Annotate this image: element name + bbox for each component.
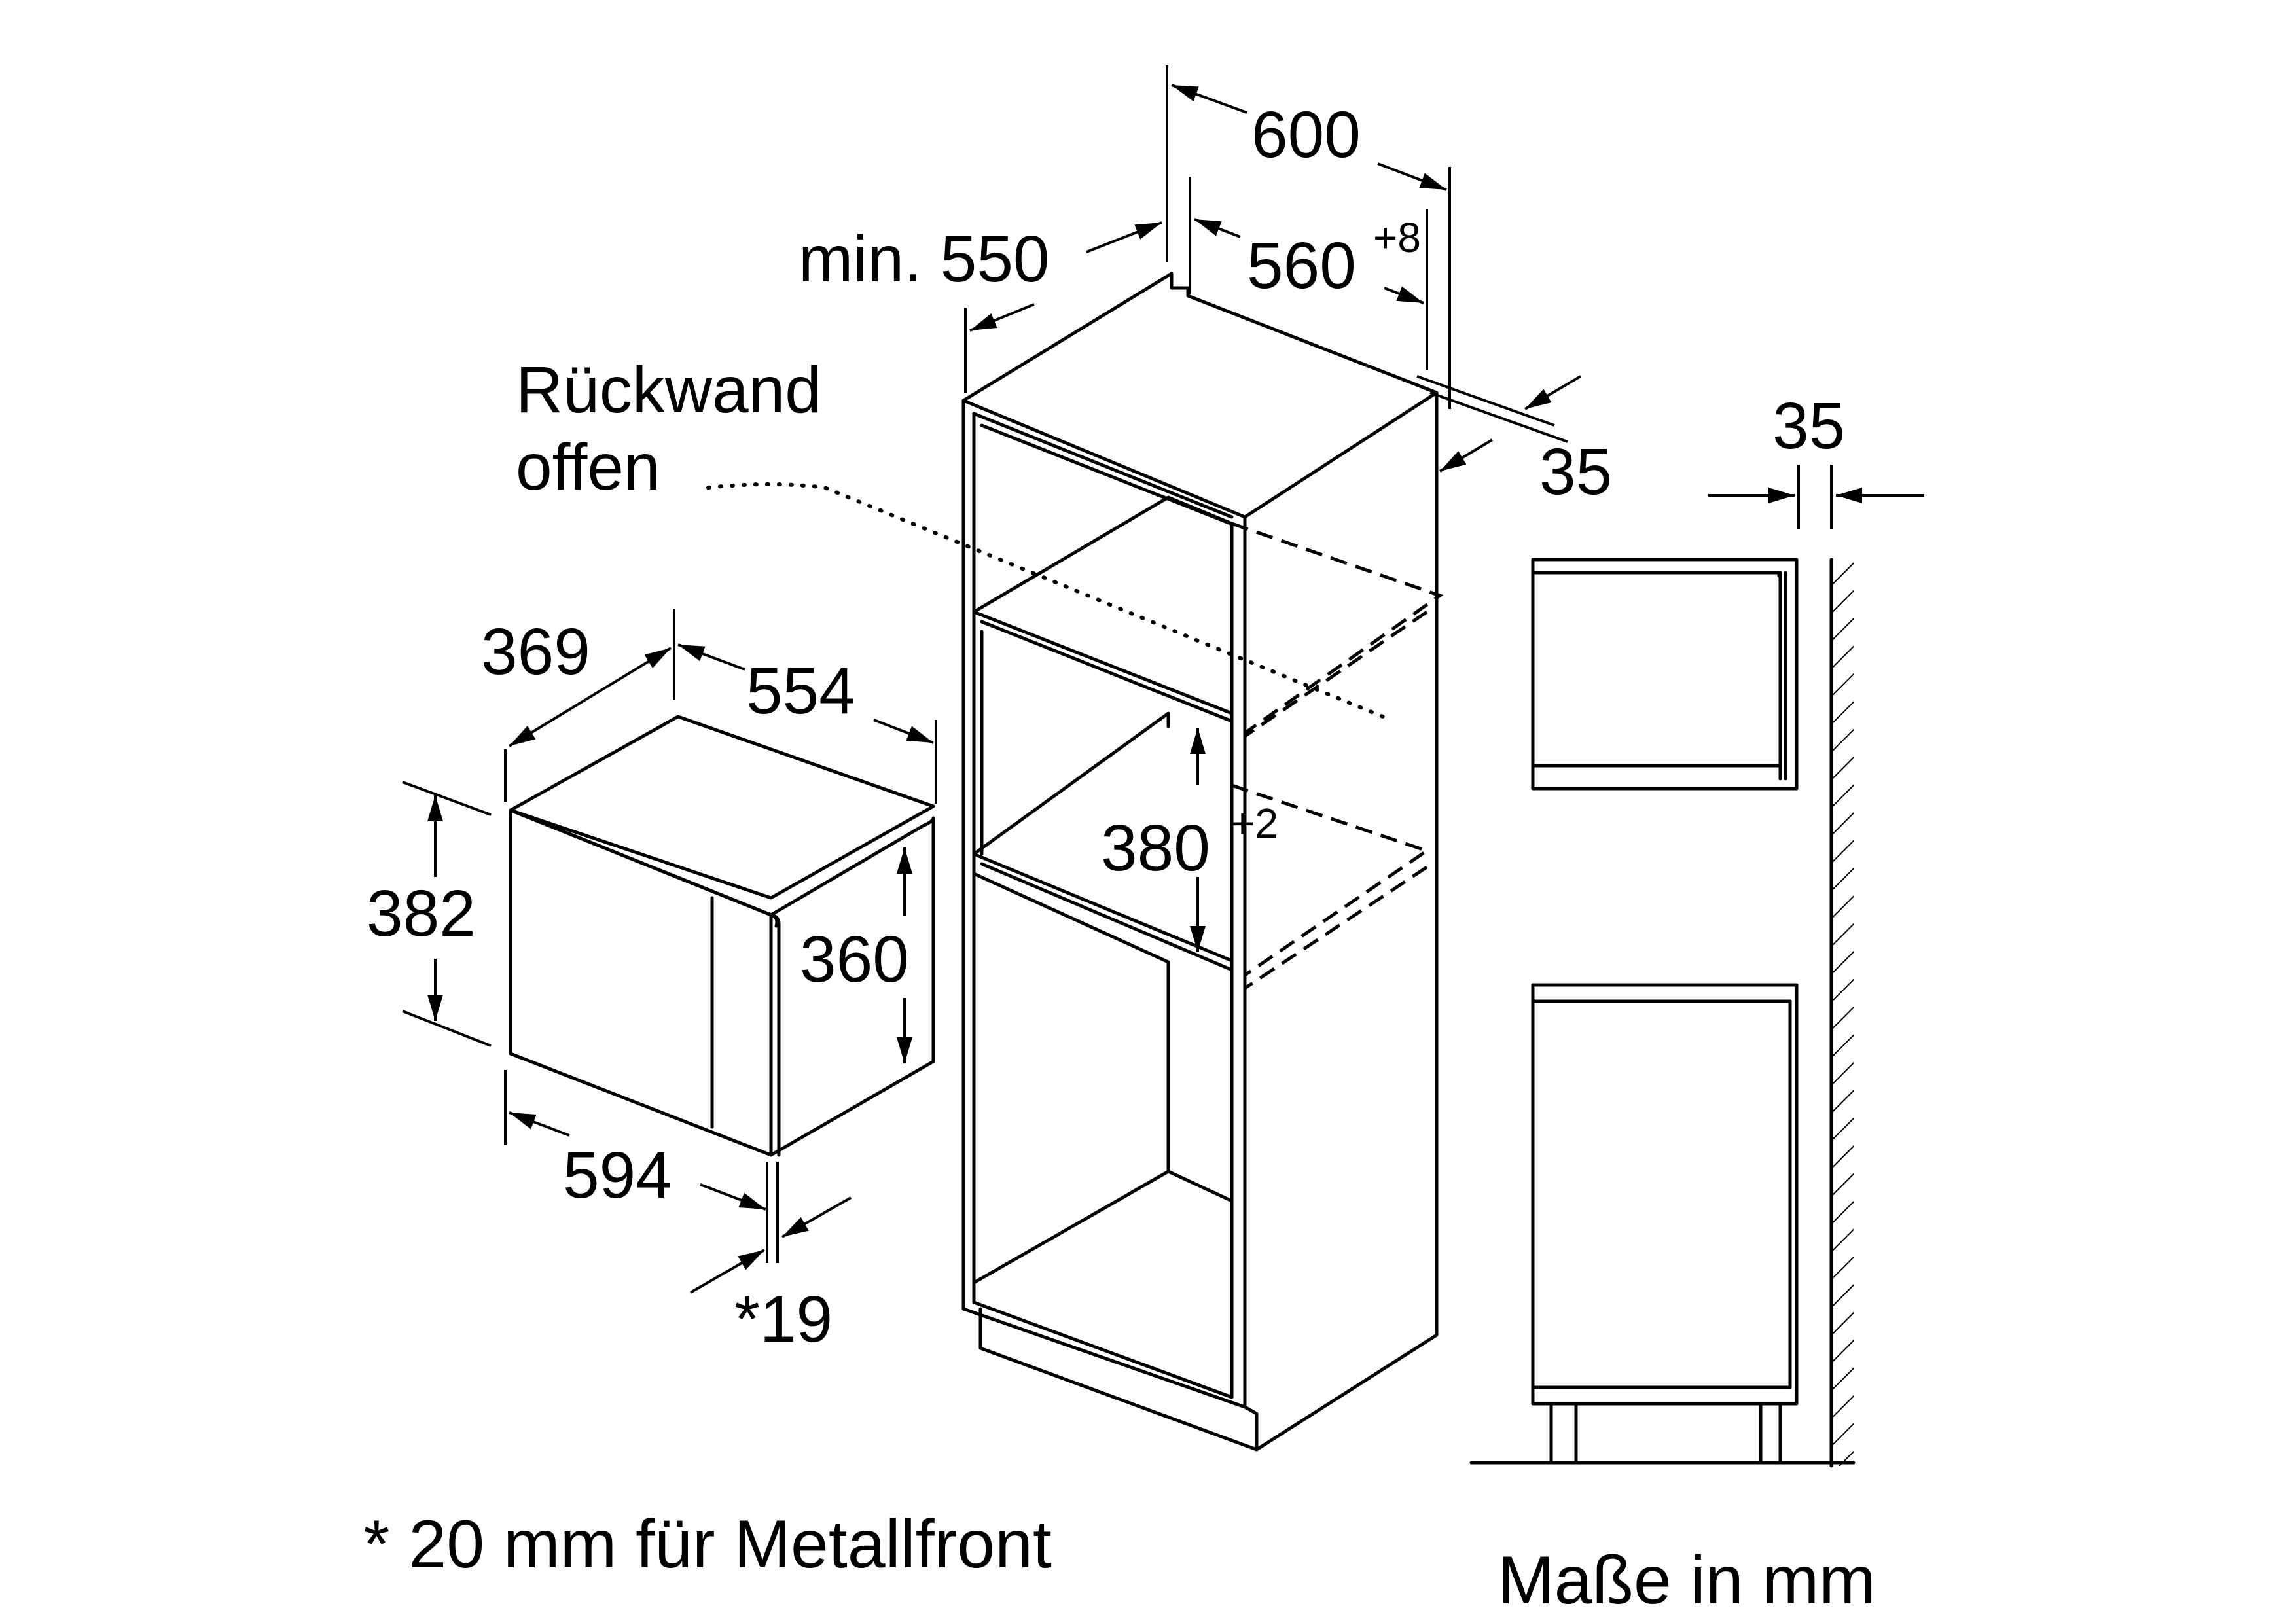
dim-arrow-550a (1086, 221, 1162, 253)
dim-arrow-369 (508, 647, 672, 747)
shelf-1 (972, 610, 1234, 723)
side-upper-inner (1531, 571, 1781, 768)
side-lower-inner (1531, 999, 1792, 1389)
shelf-2 (972, 852, 1234, 972)
back-wall-label-1: Rückwand (516, 353, 821, 427)
cabinet-drawing: 600 560 +8 min. 550 35 380 +2 Rückwand o… (516, 65, 1612, 1452)
back-wall-label-2: offen (516, 431, 660, 504)
side-lower-unit (1531, 983, 1799, 1406)
cabinet-top-face (961, 272, 1439, 519)
dim-369-label: 369 (481, 615, 590, 688)
dim-arrow-554a (677, 643, 745, 671)
dim-550-label: min. 550 (798, 223, 1050, 296)
dim-arrow-19b (690, 1249, 765, 1294)
ext-line-382a (402, 781, 492, 816)
dim-380-label: 380 (1101, 812, 1210, 885)
cabinet-side-face (1243, 391, 1439, 1452)
dashed-shelf-2b (1244, 865, 1428, 990)
niche-top-back (972, 495, 1234, 614)
dim-560-tolerance: +8 (1373, 214, 1421, 261)
dashed-shelf-1 (1231, 522, 1444, 735)
side-upper-door (1778, 571, 1787, 781)
appliance-drawing: 369 554 382 360 594 *19 (367, 609, 937, 1356)
dim-360-label: 360 (800, 923, 909, 996)
niche-mid-left (972, 623, 984, 856)
appliance-side-top-edge (769, 816, 935, 917)
oven-niche-back (972, 872, 1170, 1285)
dim-arrow-600b (1377, 162, 1447, 191)
dashed-shelf-1b (1244, 610, 1428, 738)
units-note: Maße in mm (1498, 1543, 1876, 1618)
dim-382-label: 382 (367, 877, 476, 950)
ext-line-35a (1416, 375, 1555, 427)
dim-arrow-550b (969, 303, 1035, 332)
dim-19-label: *19 (734, 1283, 833, 1356)
wall-hatching (1831, 560, 1854, 1466)
appliance-top-face (509, 715, 935, 900)
dim-arrow-560a (1194, 218, 1241, 238)
dim-600-label: 600 (1251, 98, 1361, 171)
dim-arrow-554b (873, 719, 934, 744)
dim-arrow-35b (1439, 438, 1494, 473)
dim-arrow-19a (781, 1196, 852, 1238)
dim-arrow-594a (509, 1111, 570, 1137)
ext-line-35b (1429, 391, 1568, 443)
appliance-side-face (769, 816, 935, 1157)
dim-arrow-560b (1384, 286, 1424, 304)
appliance-front-edge (509, 808, 779, 928)
oven-niche-floor (1166, 1169, 1234, 1203)
dim-554-label: 554 (746, 654, 855, 728)
cabinet-plinth (978, 1307, 1259, 1452)
side-feet (1549, 1402, 1782, 1463)
dim-arrow-594b (700, 1183, 766, 1211)
dim-arrow-600a (1171, 84, 1247, 114)
side-view-drawing: 35 (1469, 389, 1924, 1468)
footnote: * 20 mm für Metallfront (363, 1507, 1052, 1582)
dim-380-tolerance: +2 (1230, 800, 1278, 847)
cabinet-inner-top (972, 412, 1234, 519)
dim-560-label: 560 (1247, 229, 1356, 302)
cabinet-inner-frame (972, 412, 1234, 1399)
cabinet-front-outline (961, 399, 1247, 1409)
side-upper-unit (1531, 558, 1799, 791)
dim-wall35-label: 35 (1772, 389, 1845, 463)
door-frame-edge (769, 913, 781, 1157)
dashed-shelf-2 (1231, 783, 1431, 977)
ext-line-382b (402, 1010, 492, 1047)
dim-arrow-35a (1524, 375, 1582, 410)
dim-594-label: 594 (563, 1139, 672, 1212)
niche-bottom-back (972, 711, 1170, 856)
dim-35-top-label: 35 (1539, 435, 1612, 508)
